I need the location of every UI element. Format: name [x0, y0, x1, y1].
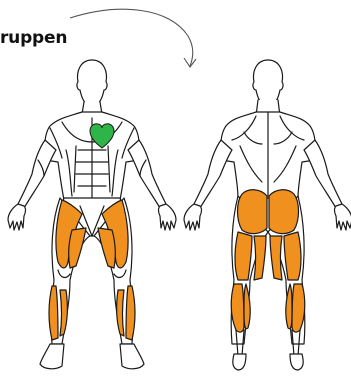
front-left-hand: [8, 204, 26, 230]
front-left-tibialis: [49, 286, 58, 340]
front-right-foot: [120, 344, 144, 369]
back-right-hamstring: [284, 232, 301, 280]
front-left-foot: [40, 344, 64, 369]
back-figure: [184, 60, 351, 370]
front-left-arm: [18, 140, 56, 208]
front-figure: [8, 60, 176, 369]
back-right-foot: [290, 354, 303, 370]
front-right-hand: [159, 204, 177, 230]
curved-arrow-icon: [70, 9, 196, 67]
back-right-gluteus: [269, 190, 299, 234]
back-left-hand: [184, 204, 202, 230]
back-left-gluteus: [238, 190, 268, 234]
back-left-arm: [194, 140, 232, 208]
back-left-foot: [233, 354, 246, 370]
front-right-tibialis: [126, 286, 135, 340]
back-right-arm: [304, 140, 342, 208]
front-head: [77, 60, 107, 107]
back-left-hamstring: [235, 232, 252, 280]
front-right-arm: [128, 140, 166, 208]
back-right-hand: [335, 204, 351, 230]
